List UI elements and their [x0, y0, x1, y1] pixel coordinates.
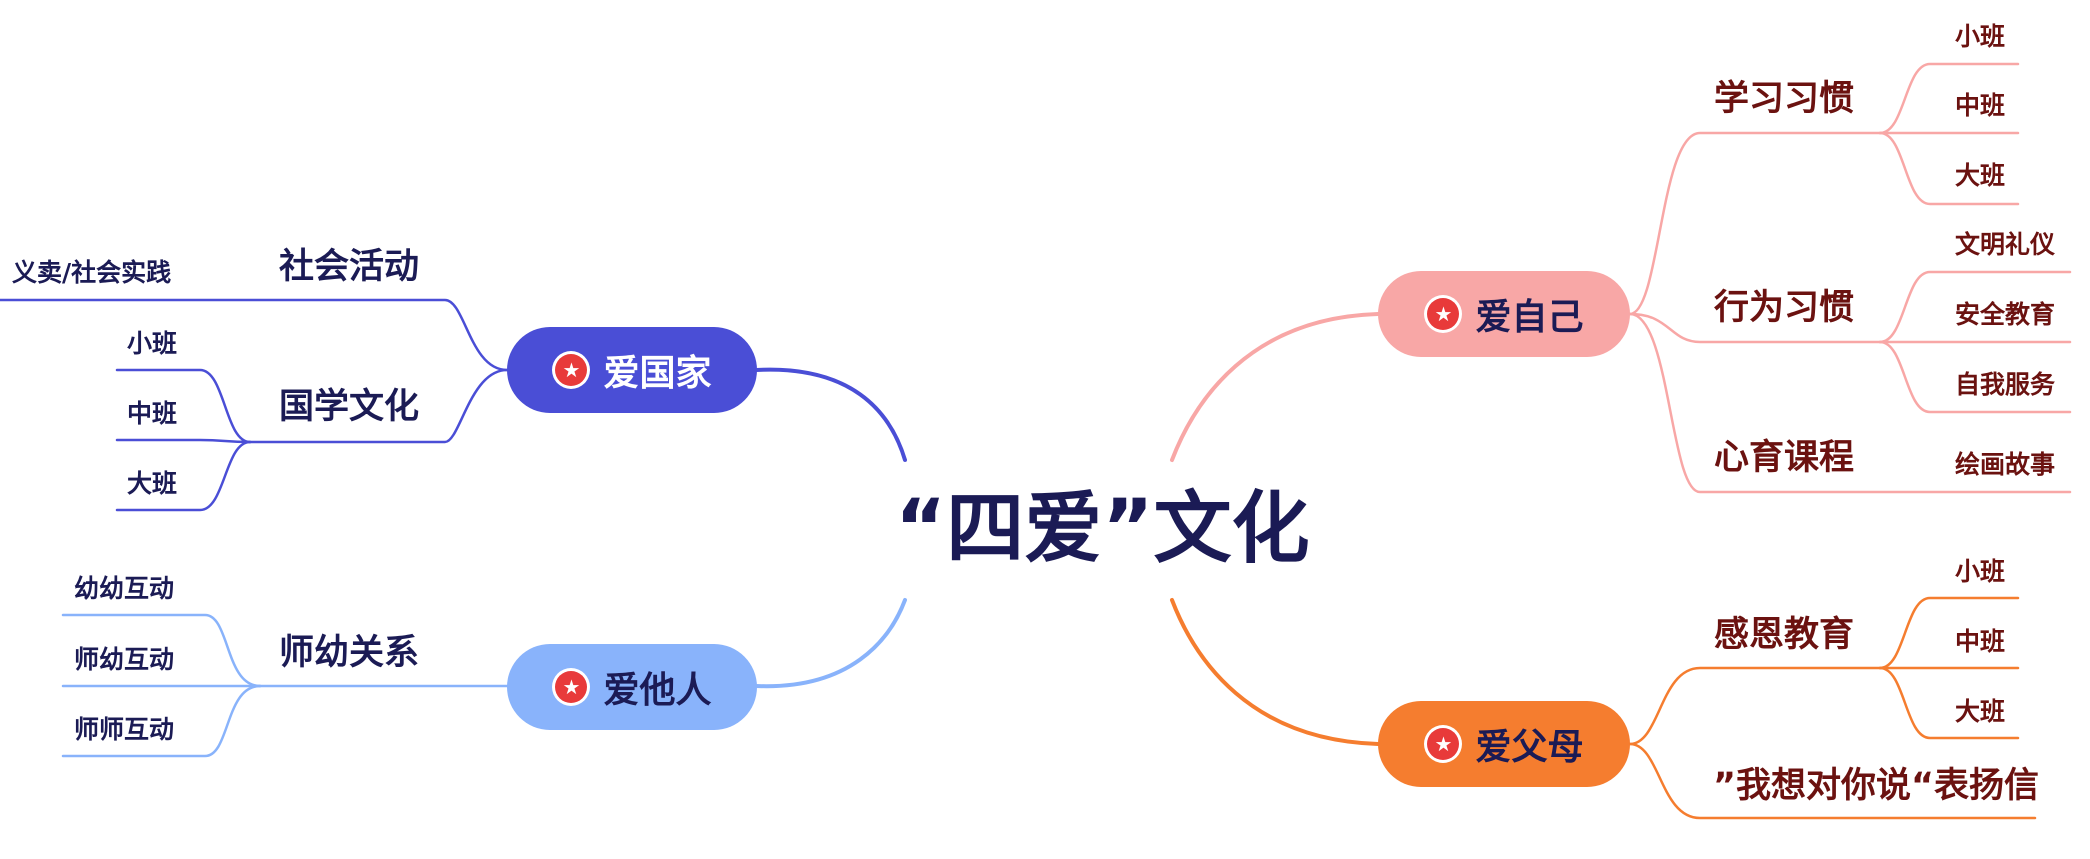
leaf-yimai[interactable]: 义卖/社会实践 — [12, 258, 172, 287]
leaf-guoxue-xiaoban[interactable]: 小班 — [127, 329, 178, 358]
leaf-xuexi-xiaoban[interactable]: 小班 — [1955, 22, 2006, 51]
star-badge-icon: ★ — [552, 351, 591, 389]
leaf-ganen-xiaoban[interactable]: 小班 — [1955, 557, 2006, 586]
star-badge-icon: ★ — [552, 668, 591, 706]
main-topic-ziji[interactable]: ★ 爱自己 — [1378, 271, 1630, 357]
main-topic-taren[interactable]: ★ 爱他人 — [507, 644, 757, 730]
leaf-youyou-hudong[interactable]: 幼幼互动 — [74, 574, 175, 603]
main-topic-guojia[interactable]: ★ 爱国家 — [507, 327, 757, 413]
central-topic[interactable]: “四爱”文化 — [895, 484, 1310, 574]
star-badge-icon: ★ — [1424, 295, 1463, 333]
branch-lines-taren — [61, 598, 907, 758]
main-topic-fumu[interactable]: ★ 爱父母 — [1378, 701, 1630, 787]
branch-lines-guojia — [0, 298, 907, 512]
subtopic-shehui-huodong[interactable]: 社会活动 — [279, 247, 420, 287]
subtopic-xinyu-kecheng[interactable]: 心育课程 — [1714, 438, 1855, 478]
main-topic-label: 爱国家 — [603, 353, 712, 394]
leaf-shishi-hudong[interactable]: 师师互动 — [74, 715, 175, 744]
leaf-wenming-liyi[interactable]: 文明礼仪 — [1955, 230, 2056, 259]
leaf-guoxue-zhongban[interactable]: 中班 — [127, 399, 178, 428]
subtopic-biaoyang-xin[interactable]: ”我想对你说“表扬信 — [1713, 766, 2040, 806]
subtopic-shiyou-guanxi[interactable]: 师幼关系 — [279, 633, 420, 673]
leaf-xuexi-daban[interactable]: 大班 — [1955, 161, 2006, 190]
subtopic-xuexi-xiguan[interactable]: 学习习惯 — [1714, 79, 1855, 119]
main-topic-label: 爱他人 — [603, 670, 712, 711]
leaf-ganen-zhongban[interactable]: 中班 — [1955, 627, 2006, 656]
branch-lines-ziji — [1170, 62, 2072, 494]
leaf-anquan-jiaoyu[interactable]: 安全教育 — [1955, 300, 2056, 329]
leaf-shiyou-hudong[interactable]: 师幼互动 — [74, 645, 175, 674]
leaf-ganen-daban[interactable]: 大班 — [1955, 697, 2006, 726]
branch-lines-fumu — [1170, 596, 2037, 820]
leaf-guoxue-daban[interactable]: 大班 — [127, 469, 178, 498]
main-topic-label: 爱父母 — [1475, 727, 1584, 768]
main-topic-label: 爱自己 — [1475, 297, 1584, 338]
star-badge-icon: ★ — [1424, 725, 1463, 763]
leaf-ziwo-fuwu[interactable]: 自我服务 — [1955, 370, 2056, 399]
leaf-huihua-gushi[interactable]: 绘画故事 — [1955, 450, 2056, 479]
subtopic-xingwei-xiguan[interactable]: 行为习惯 — [1714, 288, 1855, 328]
subtopic-guoxue-wenhua[interactable]: 国学文化 — [279, 387, 420, 427]
subtopic-ganen-jiaoyu[interactable]: 感恩教育 — [1714, 615, 1855, 655]
leaf-xuexi-zhongban[interactable]: 中班 — [1955, 91, 2006, 120]
